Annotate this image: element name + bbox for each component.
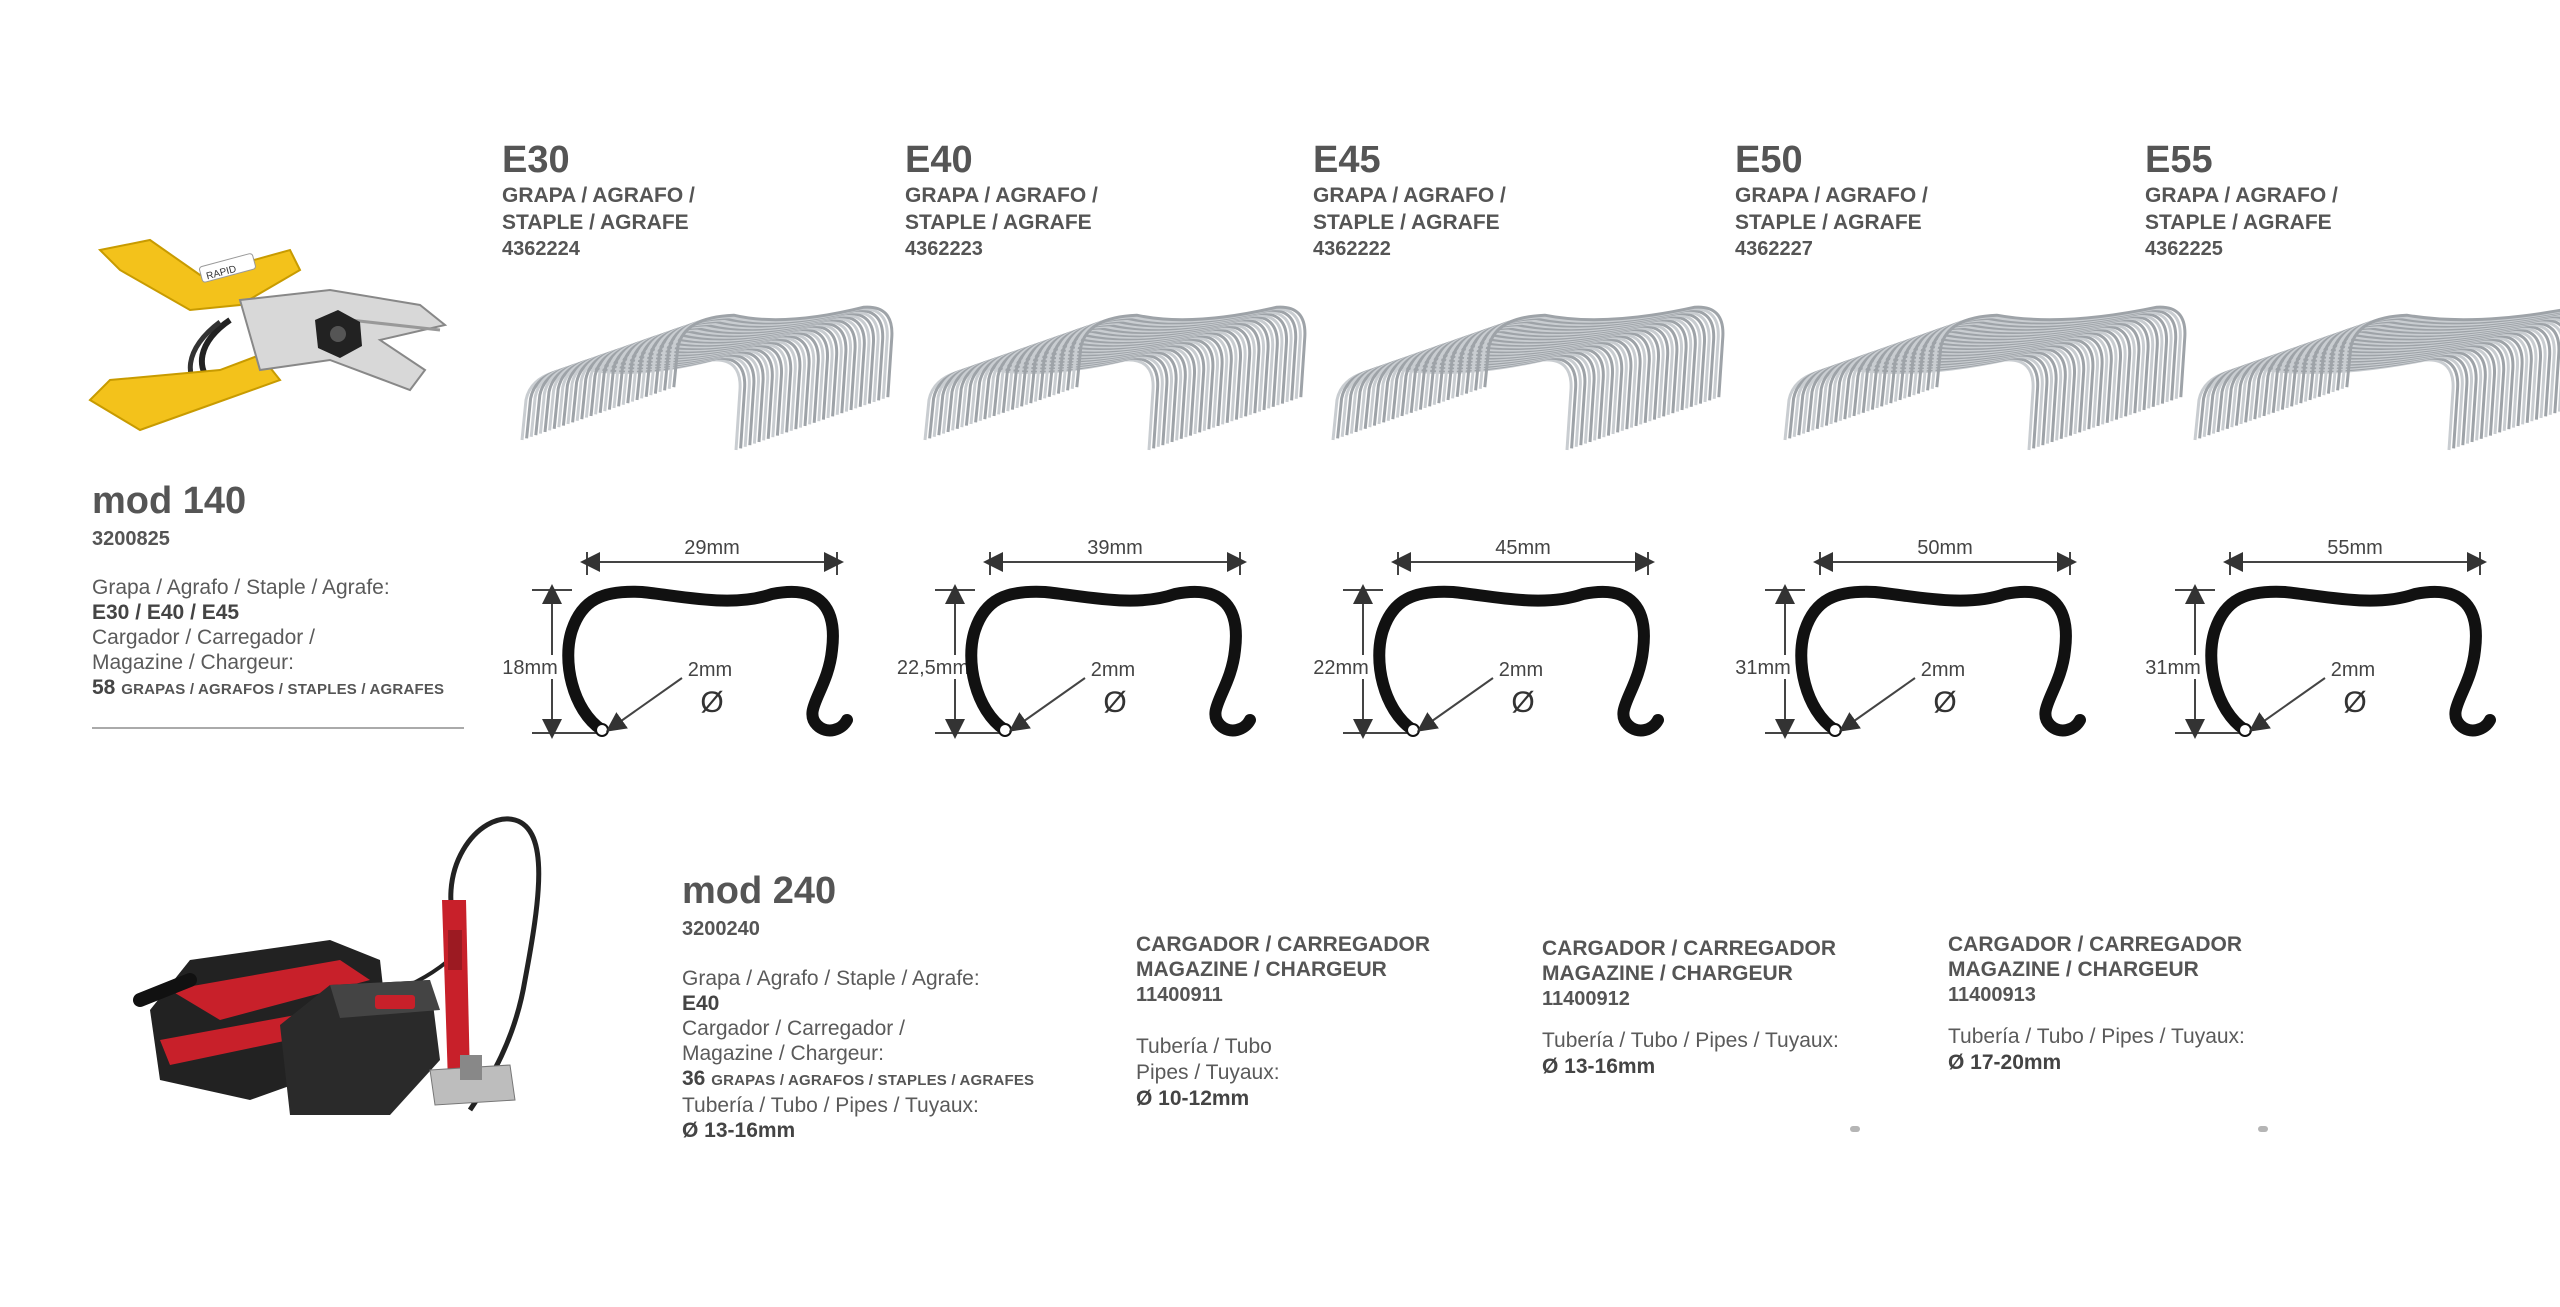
staple-description: GRAPA / AGRAFO / STAPLE / AGRAFE bbox=[1313, 184, 1506, 234]
staple-ref: 4362223 bbox=[905, 238, 983, 260]
height-label: 18mm bbox=[502, 657, 558, 679]
staple-description: GRAPA / AGRAFO / STAPLE / AGRAFE bbox=[1735, 184, 1928, 234]
magazine-ref: 11400911 bbox=[1136, 984, 1223, 1006]
mod140-staple-types: E30 / E40 / E45 bbox=[92, 601, 240, 624]
wire-diameter-label: 2mm bbox=[1921, 659, 1965, 681]
staple-ref: 4362225 bbox=[2145, 238, 2223, 260]
height-label: 31mm bbox=[1735, 657, 1791, 679]
wire-diameter-label: 2mm bbox=[2331, 659, 2375, 681]
staple-ref: 4362224 bbox=[502, 238, 580, 260]
diameter-icon: Ø bbox=[1933, 686, 1956, 719]
decorative-dot bbox=[2258, 1126, 2268, 1132]
magazine-pipe-label: Tubería / Tubo / Pipes / Tuyaux: bbox=[1948, 1025, 2245, 1048]
wire-diameter-label: 2mm bbox=[1499, 659, 1543, 681]
staple-description: GRAPA / AGRAFO / STAPLE / AGRAFE bbox=[2145, 184, 2338, 234]
diameter-icon: Ø bbox=[2343, 686, 2366, 719]
mod140-divider bbox=[92, 727, 464, 729]
mod240-pipe-label: Tubería / Tubo / Pipes / Tuyaux: bbox=[682, 1094, 979, 1117]
magazine-pipe-size: Ø 13-16mm bbox=[1542, 1055, 1656, 1078]
mod240-specs: Grapa / Agrafo / Staple / Agrafe: E40 Ca… bbox=[682, 966, 1102, 1143]
staple-stack-icon bbox=[2193, 308, 2560, 451]
decorative-dot bbox=[1850, 1126, 1860, 1132]
width-label: 55mm bbox=[2327, 537, 2383, 559]
mod140-magazine-label-2: Magazine / Chargeur: bbox=[92, 651, 294, 674]
mod240-magazine-label-1: Cargador / Carregador / bbox=[682, 1017, 905, 1040]
width-label: 45mm bbox=[1495, 537, 1551, 559]
staple-code: E50 bbox=[1735, 139, 1803, 181]
mod240-magazine-label-2: Magazine / Chargeur: bbox=[682, 1042, 884, 1065]
mod240-capacity: 36 GRAPAS / AGRAFOS / STAPLES / AGRAFES bbox=[682, 1067, 1035, 1090]
magazine-pipe-label: Tubería / Tubo Pipes / Tuyaux: bbox=[1136, 1035, 1280, 1084]
mod140-title: mod 140 bbox=[92, 480, 247, 522]
wire-diameter-label: 2mm bbox=[1091, 659, 1135, 681]
pliers-icon: RAPID bbox=[88, 238, 448, 432]
staple-ref: 4362222 bbox=[1313, 238, 1391, 260]
mod140-specs: Grapa / Agrafo / Staple / Agrafe: E30 / … bbox=[92, 575, 472, 702]
mod140-ref: 3200825 bbox=[92, 528, 170, 550]
diameter-icon: Ø bbox=[1511, 686, 1534, 719]
height-label: 22,5mm bbox=[897, 657, 969, 679]
staple-description: GRAPA / AGRAFO / STAPLE / AGRAFE bbox=[502, 184, 695, 234]
height-label: 22mm bbox=[1313, 657, 1369, 679]
staple-stack-icon bbox=[923, 305, 1307, 451]
magazine-ref: 11400912 bbox=[1542, 988, 1630, 1010]
mod140-capacity: 58 GRAPAS / AGRAFOS / STAPLES / AGRAFES bbox=[92, 676, 445, 699]
staple-stack-icon bbox=[1783, 305, 2187, 451]
diameter-icon: Ø bbox=[700, 686, 723, 719]
mod240-title: mod 240 bbox=[682, 870, 837, 912]
mod240-staple-label: Grapa / Agrafo / Staple / Agrafe: bbox=[682, 967, 980, 990]
width-label: 50mm bbox=[1917, 537, 1973, 559]
mod240-tool-image bbox=[130, 810, 570, 1150]
magazine-pipe-label: Tubería / Tubo / Pipes / Tuyaux: bbox=[1542, 1029, 1839, 1052]
width-label: 39mm bbox=[1087, 537, 1143, 559]
staple-code: E45 bbox=[1313, 139, 1381, 181]
magazine-col-2: CARGADOR / CARREGADOR MAGAZINE / CHARGEU… bbox=[1542, 936, 1882, 1080]
staple-code: E55 bbox=[2145, 139, 2213, 181]
magazine-title: CARGADOR / CARREGADOR MAGAZINE / CHARGEU… bbox=[1136, 933, 1430, 981]
height-label: 31mm bbox=[2145, 657, 2201, 679]
magazine-title: CARGADOR / CARREGADOR MAGAZINE / CHARGEU… bbox=[1542, 937, 1836, 985]
magazine-ref: 11400913 bbox=[1948, 984, 2036, 1006]
wire-diameter-label: 2mm bbox=[688, 659, 732, 681]
staple-stack-icon bbox=[520, 305, 894, 451]
staple-stack-icon bbox=[1331, 305, 1725, 451]
mod240-staple-types: E40 bbox=[682, 992, 720, 1015]
staple-code: E40 bbox=[905, 139, 973, 181]
magazine-col-1: CARGADOR / CARREGADOR MAGAZINE / CHARGEU… bbox=[1136, 932, 1476, 1112]
width-label: 29mm bbox=[684, 537, 740, 559]
staple-ref: 4362227 bbox=[1735, 238, 1813, 260]
mod240-ref: 3200240 bbox=[682, 918, 760, 940]
mod140-staple-label: Grapa / Agrafo / Staple / Agrafe: bbox=[92, 576, 390, 599]
mod140-tool-image: RAPID bbox=[80, 230, 460, 440]
mod140-magazine-label-1: Cargador / Carregador / bbox=[92, 626, 315, 649]
magazine-pipe-size: Ø 17-20mm bbox=[1948, 1051, 2062, 1074]
staple-code: E30 bbox=[502, 139, 570, 181]
magazine-col-3: CARGADOR / CARREGADOR MAGAZINE / CHARGEU… bbox=[1948, 932, 2288, 1076]
magazine-pipe-size: Ø 10-12mm bbox=[1136, 1087, 1250, 1110]
diameter-icon: Ø bbox=[1103, 686, 1126, 719]
battery-stapler-icon bbox=[133, 816, 542, 1115]
staple-description: GRAPA / AGRAFO / STAPLE / AGRAFE bbox=[905, 184, 1098, 234]
magazine-title: CARGADOR / CARREGADOR MAGAZINE / CHARGEU… bbox=[1948, 933, 2242, 981]
mod240-pipe-size: Ø 13-16mm bbox=[682, 1119, 796, 1142]
